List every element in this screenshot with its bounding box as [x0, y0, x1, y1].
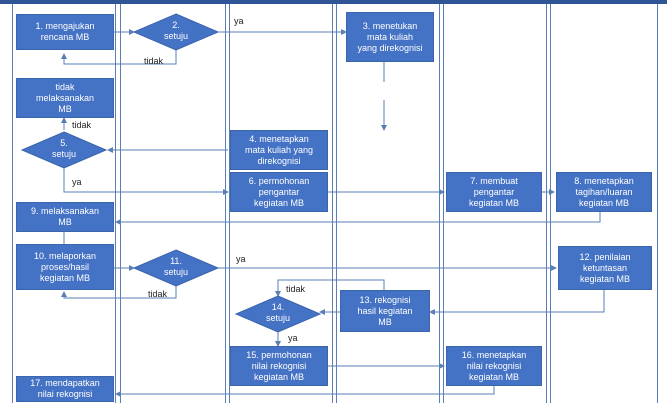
step-9-box: 9. melaksanakan MB — [16, 202, 114, 232]
lane-header-bar — [0, 0, 667, 4]
step-15-box: 15. permohonan nilai rekognisi kegiatan … — [230, 346, 328, 386]
decision-5-shape — [20, 131, 108, 169]
branch-label-ya: ya — [236, 254, 246, 264]
decision-11-shape — [132, 249, 220, 287]
step-16-box: 16. menetapkan nilai rekognisi kegiatan … — [446, 346, 542, 386]
swimlane-5 — [443, 3, 547, 403]
swimlane-3 — [229, 3, 333, 403]
step-13-box: 13. rekognisi hasil kegiatan MB — [340, 290, 430, 332]
swimlane-6 — [550, 3, 658, 403]
step-7-box: 7. membuat pengantar kegiatan MB — [446, 172, 542, 212]
swimlane-2 — [120, 3, 226, 403]
branch-label-tidak: tidak — [72, 120, 92, 130]
step-17-box: 17. mendapatkan nilai rekognisi — [16, 376, 114, 402]
step-5-label: 5. setuju — [51, 138, 77, 159]
step-3-box: 3. menetukan mata kuliah yang direkognis… — [346, 12, 434, 62]
step-10-box: 10. melaporkan proses/hasil kegiatan MB — [16, 244, 114, 290]
step-11-label: 11. setuju — [163, 256, 189, 277]
step-1-box: 1. mengajukan rencana MB — [16, 14, 114, 50]
branch-label-ya: ya — [72, 177, 82, 187]
branch-label-ya: ya — [288, 333, 298, 343]
branch-label-tidak: tidak — [286, 284, 306, 294]
branch-label-tidak: tidak — [148, 289, 168, 299]
tidak-melaksanakan-box: tidak melaksanakan MB — [16, 78, 114, 118]
step-6-box: 6. permohonan pengantar kegiatan MB — [230, 172, 328, 212]
step-12-box: 12. penilaian ketuntasan kegiatan MB — [558, 246, 652, 290]
step-4-box: 4. menetapkan mata kuliah yang direkogni… — [230, 130, 328, 170]
step-14-label: 14. setuju — [265, 302, 291, 323]
decision-14-shape — [234, 295, 322, 333]
branch-label-tidak: tidak — [144, 56, 164, 66]
step-8-box: 8. menetapkan tagihan/luaran kegiatan MB — [556, 172, 652, 212]
decision-2-shape — [132, 13, 220, 51]
step-2-label: 2. setuju — [163, 20, 189, 41]
swimlane-4 — [336, 3, 440, 403]
swimlane-1 — [12, 3, 116, 403]
branch-label-ya: ya — [234, 16, 244, 26]
